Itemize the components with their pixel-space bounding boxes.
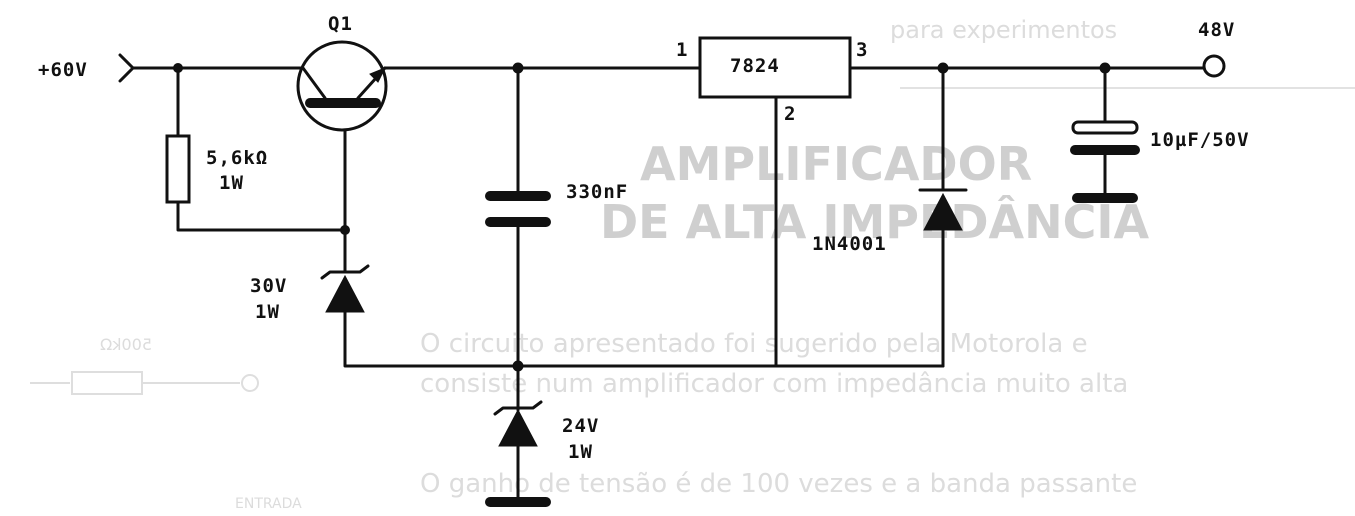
bleed-mirror-resistor: 500kΩ [100, 335, 152, 354]
zener1-power-label: 1W [255, 301, 280, 323]
input-terminal: +60V [38, 53, 135, 83]
bleed-body-2: consiste num amplificador com impedância… [420, 369, 1128, 399]
resistor-bottom-wire [176, 200, 347, 232]
input-arrow-icon [118, 53, 135, 83]
zener1-voltage-label: 30V [250, 275, 287, 297]
input-voltage-label: +60V [38, 59, 88, 81]
regulator-body [698, 36, 852, 99]
bleed-through-text: para experimentos AMPLIFICADOR DE ALTA I… [30, 16, 1355, 512]
junction-dots [173, 62, 1111, 372]
junction-dot [512, 62, 524, 74]
capacitor-10uf: 10µF/50V [1070, 120, 1250, 203]
regulator-7824: 7824 1 3 2 [676, 36, 868, 125]
emitter-arrow-icon [369, 67, 387, 83]
zener2-triangle [498, 408, 538, 447]
zener2-voltage-label: 24V [562, 415, 599, 437]
diode-1n4001: 1N4001 [812, 188, 968, 255]
ground-rail [343, 310, 945, 368]
output-voltage-label: 48V [1198, 19, 1235, 41]
zener1-bar [320, 264, 370, 280]
zener2-power-label: 1W [568, 441, 593, 463]
junction-dot [173, 63, 183, 73]
regulator-pin3-label: 3 [856, 39, 868, 61]
regulator-pin1-label: 1 [676, 39, 688, 61]
wires [131, 66, 1212, 502]
zener2-bar [493, 400, 543, 416]
bleed-top-line: para experimentos [890, 16, 1117, 44]
transistor-envelope [296, 40, 388, 132]
cap2-label: 10µF/50V [1150, 129, 1250, 151]
bleed-body-4: O ganho de tensão é de 100 vezes e a ban… [420, 469, 1137, 499]
resistor-body [165, 134, 191, 204]
regulator-label: 7824 [730, 55, 780, 77]
regulator-pin2-label: 2 [784, 103, 796, 125]
bleed-heading-1: AMPLIFICADOR [640, 137, 1032, 191]
transistor-collector [301, 66, 327, 100]
zener-30v: 30V 1W [250, 264, 370, 323]
junction-dot [340, 225, 350, 235]
diode-label: 1N4001 [812, 233, 887, 255]
resistor-value-label: 5,6kΩ [206, 147, 268, 169]
bleed-mirror-label: ENTRADA [235, 496, 302, 512]
output-terminal: 48V [1198, 19, 1235, 78]
junction-dot [512, 360, 524, 372]
bleed-body-1: O circuito apresentado foi sugerido pela… [420, 329, 1088, 359]
capacitor-330nf: 330nF [485, 181, 628, 227]
cap1-label: 330nF [566, 181, 628, 203]
resistor-power-label: 1W [219, 172, 244, 194]
diode-triangle [923, 192, 963, 231]
resistor: 5,6kΩ 1W [165, 134, 268, 204]
cap2-plate-positive [1071, 120, 1139, 135]
zener-24v: 24V 1W [485, 400, 599, 507]
output-terminal-icon [1202, 54, 1226, 78]
zener1-triangle [325, 274, 365, 313]
junction-dot [1099, 62, 1111, 74]
bleed-heading-2: DE ALTA IMPEDÂNCIA [600, 195, 1150, 249]
transistor-q1: Q1 [296, 13, 388, 132]
junction-dot [937, 62, 949, 74]
transistor-label: Q1 [328, 13, 353, 35]
